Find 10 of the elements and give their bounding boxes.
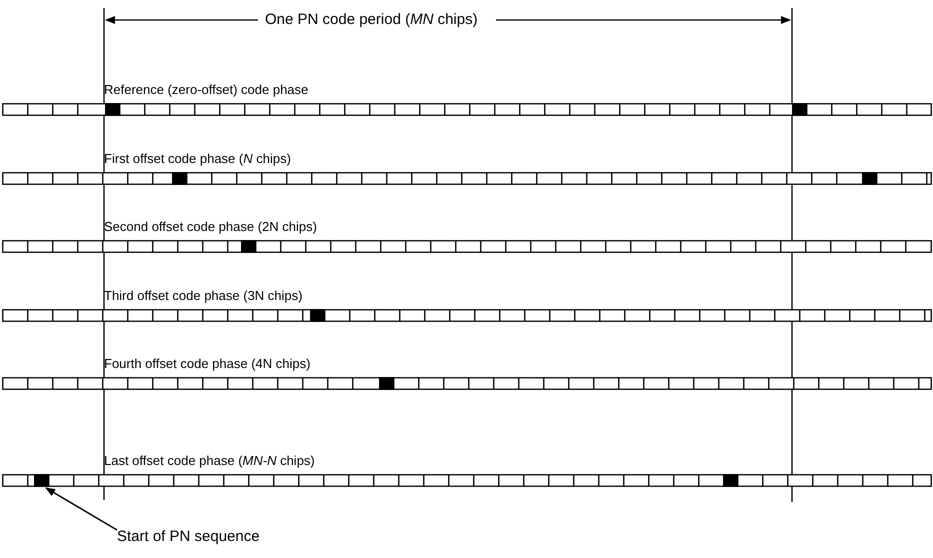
row-heading: Third offset code phase (3N chips) xyxy=(104,287,302,304)
row-heading: Last offset code phase (MN-N chips) xyxy=(104,452,315,469)
row-heading: Fourth offset code phase (4N chips) xyxy=(104,355,310,372)
callout-text: Start of PN sequence xyxy=(117,528,260,546)
row-heading: Second offset code phase (2N chips) xyxy=(104,218,317,235)
marker-chip xyxy=(34,474,49,487)
dimension-label: One PN code period (MN chips) xyxy=(265,10,478,30)
leader-arrow xyxy=(45,487,118,531)
row-heading: First offset code phase (N chips) xyxy=(104,150,291,167)
row-heading: Reference (zero-offset) code phase xyxy=(104,81,308,98)
